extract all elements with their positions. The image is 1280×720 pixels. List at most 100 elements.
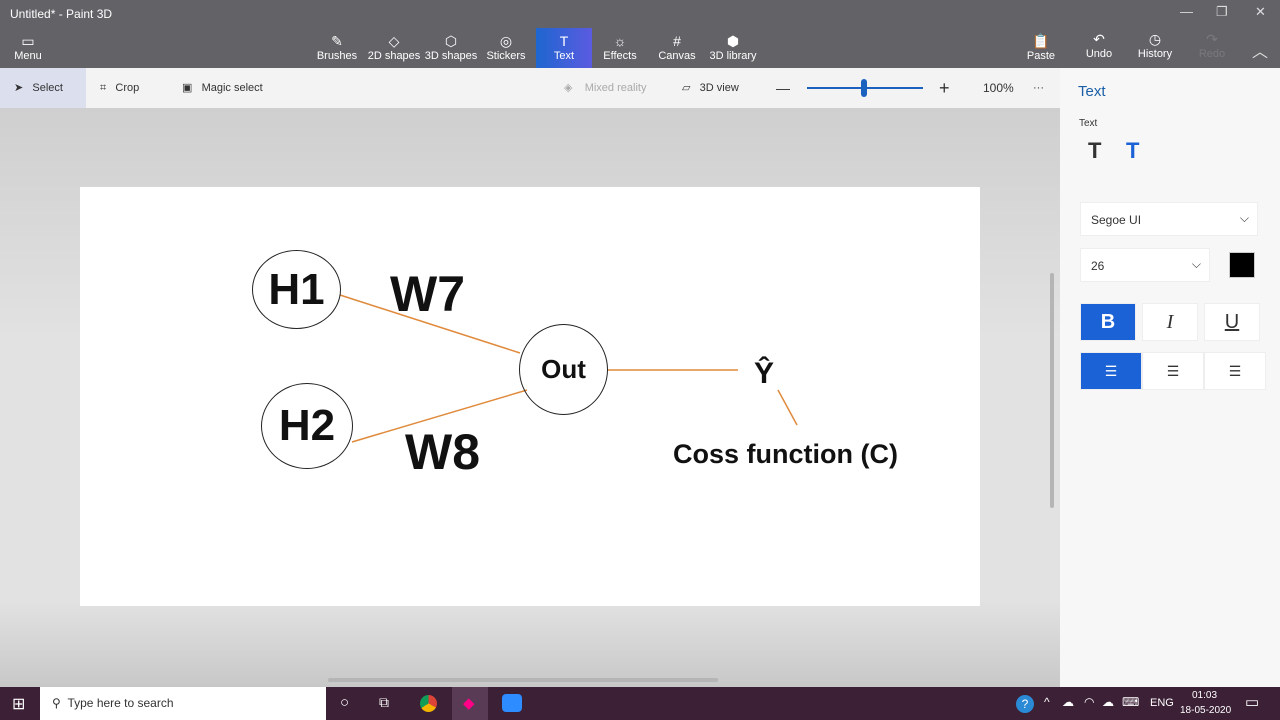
keyboard-icon[interactable]: ⌨ <box>1122 695 1140 709</box>
cloud-icon[interactable]: ☁ <box>1062 695 1074 709</box>
title-bar: Untitled* - Paint 3D — ❐ ✕ ▭Menu ✎Brushe… <box>0 0 1280 68</box>
drawing-canvas[interactable]: H1 H2 Out W7 W8 Ŷ Coss function (C) <box>80 187 980 606</box>
text-icon: T <box>559 33 569 49</box>
panel-section-label: Text <box>1079 118 1098 129</box>
2d-shapes-icon: ◇ <box>388 33 400 49</box>
tool-effects[interactable]: ☼Effects <box>598 28 642 68</box>
language-indicator[interactable]: ENG <box>1150 697 1174 709</box>
paint3d-icon: ◆ <box>463 695 475 712</box>
tool-label: Brushes <box>316 50 358 62</box>
magic-select-button[interactable]: ▣ Magic select <box>182 68 263 108</box>
align-left-button[interactable]: ☰ <box>1080 352 1142 390</box>
cost-function-label: Coss function (C) <box>673 439 898 469</box>
vertical-scrollbar[interactable] <box>1050 273 1054 508</box>
zoom-slider[interactable] <box>807 79 923 97</box>
panel-title: Text <box>1078 83 1106 100</box>
undo-button[interactable]: ↶Undo <box>1080 26 1118 66</box>
sun-icon: ☼ <box>613 33 627 49</box>
collapse-chevron-icon[interactable]: ︿ <box>1252 44 1269 61</box>
select-button[interactable]: ➤ Select <box>0 68 86 108</box>
clock-date[interactable]: 18-05-2020 <box>1180 705 1232 716</box>
search-placeholder: Type here to search <box>67 696 174 710</box>
chrome-icon[interactable] <box>420 695 437 712</box>
maximize-button[interactable]: ❐ <box>1216 4 1228 19</box>
history-label: History <box>1137 48 1173 60</box>
tool-label: Effects <box>603 50 637 62</box>
clipboard-icon: 📋 <box>1032 33 1050 49</box>
redo-button[interactable]: ↷Redo <box>1196 26 1228 66</box>
zoom-out-button[interactable]: — <box>776 80 790 96</box>
3d-view-label: 3D view <box>699 82 739 94</box>
select-label: Select <box>32 82 63 94</box>
zoom-in-button[interactable]: + <box>939 78 950 98</box>
cortana-icon[interactable]: ○ <box>340 694 350 711</box>
mixed-reality-button[interactable]: ◈ Mixed reality <box>564 68 646 108</box>
tool-stickers[interactable]: ◎Stickers <box>482 28 530 68</box>
align-center-button[interactable]: ☰ <box>1142 352 1204 390</box>
tool-label: Stickers <box>486 50 526 62</box>
mixed-reality-label: Mixed reality <box>584 82 647 94</box>
notifications-icon[interactable]: ▭ <box>1245 694 1260 711</box>
search-box[interactable]: ⚲ Type here to search <box>40 687 326 720</box>
task-view-icon[interactable]: ⧉ <box>379 694 389 710</box>
menu-button[interactable]: ▭Menu <box>8 28 48 68</box>
tool-3d-library[interactable]: ⬢3D library <box>706 28 760 68</box>
windows-start-icon[interactable]: ⊞ <box>12 696 26 713</box>
tool-label: Text <box>553 50 575 62</box>
font-size-value: 26 <box>1091 259 1105 273</box>
history-button[interactable]: ◷History <box>1134 26 1176 66</box>
library-icon: ⬢ <box>726 33 740 49</box>
cube-icon: ⬡ <box>444 33 458 49</box>
tool-label: Canvas <box>658 50 696 62</box>
align-right-button[interactable]: ☰ <box>1204 352 1266 390</box>
tool-3d-shapes[interactable]: ⬡3D shapes <box>424 28 478 68</box>
minimize-button[interactable]: — <box>1180 4 1193 19</box>
bold-button[interactable]: B <box>1080 303 1136 341</box>
zoom-level: 100% <box>983 81 1014 95</box>
magic-select-label: Magic select <box>201 82 263 94</box>
font-size-dropdown[interactable]: 26⌵ <box>1080 248 1210 282</box>
tool-label: 3D library <box>709 50 757 62</box>
tool-label: 2D shapes <box>367 50 421 62</box>
zoom-app-icon[interactable] <box>502 694 522 712</box>
zoom-slider-thumb[interactable] <box>861 79 867 97</box>
horizontal-scrollbar[interactable] <box>328 678 718 682</box>
canvas-icon: # <box>673 33 681 49</box>
tool-canvas[interactable]: #Canvas <box>654 28 700 68</box>
window-title: Untitled* - Paint 3D <box>10 7 113 21</box>
underline-button[interactable]: U <box>1204 303 1260 341</box>
font-family-value: Segoe UI <box>1091 213 1142 227</box>
ribbon: ➤ Select ⌗ Crop ▣ Magic select ◈ Mixed r… <box>0 68 1060 108</box>
more-options-button[interactable]: ··· <box>1033 82 1044 94</box>
taskbar: ⊞ ⚲ Type here to search ○ ⧉ ◆ ? ^ ☁ ◠ ☁ … <box>0 687 1280 720</box>
help-icon[interactable]: ? <box>1016 695 1034 713</box>
crop-label: Crop <box>115 82 140 94</box>
sticker-icon: ◎ <box>499 33 513 49</box>
tool-2d-shapes[interactable]: ◇2D shapes <box>366 28 422 68</box>
clock-time[interactable]: 01:03 <box>1192 690 1218 701</box>
wifi-icon[interactable]: ◠ <box>1084 695 1095 709</box>
3d-view-button[interactable]: ▱ 3D view <box>682 68 739 108</box>
text-panel: Text Text T T Segoe UI ⌵ 26⌵ B I U ☰ ☰ ☰ <box>1060 68 1280 687</box>
chevron-down-icon: ⌵ <box>1239 211 1249 225</box>
line-h2-out <box>351 389 528 443</box>
italic-button[interactable]: I <box>1142 303 1198 341</box>
paste-button[interactable]: 📋Paste <box>1022 28 1060 68</box>
3d-view-icon: ▱ <box>682 82 691 94</box>
chevron-up-icon[interactable]: ^ <box>1044 695 1050 709</box>
close-button[interactable]: ✕ <box>1255 4 1266 19</box>
2d-text-icon[interactable]: T <box>1088 138 1102 163</box>
redo-label: Redo <box>1198 48 1226 60</box>
weight-w7: W7 <box>390 266 465 322</box>
folder-icon: ▭ <box>21 33 35 49</box>
paint3d-taskbar-button[interactable]: ◆ <box>452 687 488 720</box>
tool-brushes[interactable]: ✎Brushes <box>312 28 362 68</box>
font-family-dropdown[interactable]: Segoe UI ⌵ <box>1080 202 1258 236</box>
crop-button[interactable]: ⌗ Crop <box>100 68 139 108</box>
3d-text-icon[interactable]: T <box>1126 138 1140 163</box>
magic-select-icon: ▣ <box>182 82 193 94</box>
weight-w8: W8 <box>405 424 480 480</box>
text-color-swatch[interactable] <box>1229 252 1255 278</box>
cloud-drive-icon[interactable]: ☁ <box>1102 695 1114 709</box>
